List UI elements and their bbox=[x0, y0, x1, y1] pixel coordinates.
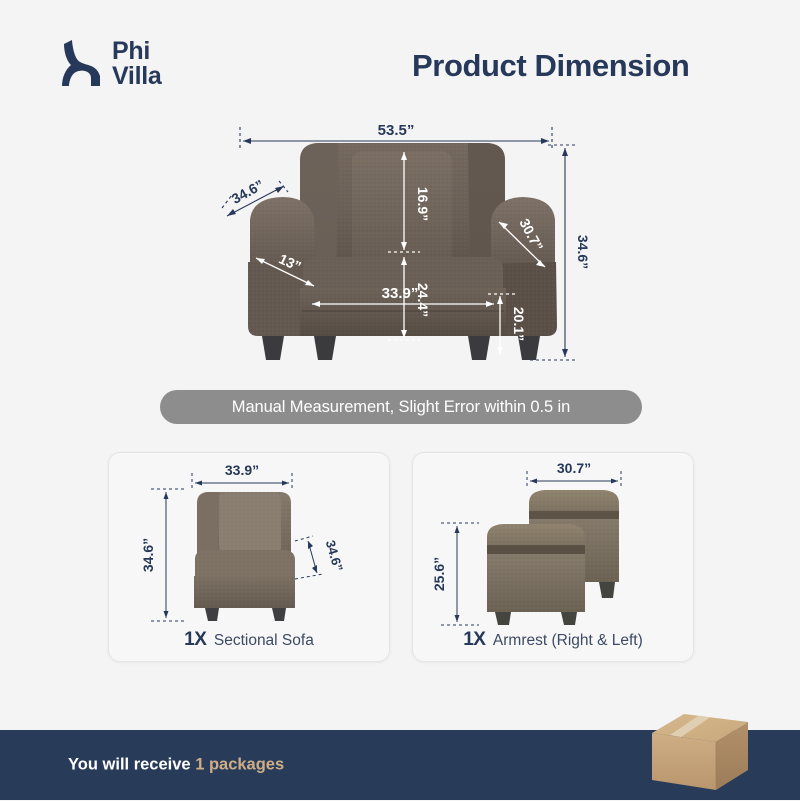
card1-name: Sectional Sofa bbox=[213, 632, 314, 649]
card2-qty: 1X bbox=[463, 629, 486, 650]
card-caption: 1X Armrest (Right & Left) bbox=[413, 629, 693, 651]
card1-dim-width: 33.9” bbox=[225, 462, 259, 478]
sofa-illustration bbox=[248, 143, 557, 360]
main-product-diagram: 53.5” 34.6” 34.6” bbox=[0, 112, 800, 382]
dim-seat-height: 20.1” bbox=[511, 307, 527, 341]
card2-dim-width: 30.7” bbox=[557, 460, 591, 476]
armrest-figure: 30.7” 25.6” bbox=[413, 455, 693, 627]
card1-dim-height: 34.6” bbox=[140, 538, 156, 572]
dim-back-total-height: 24.4” bbox=[415, 283, 431, 317]
armrest-module-illustration bbox=[487, 490, 619, 625]
sofa-module-illustration bbox=[194, 492, 295, 621]
sectional-sofa-figure: 33.9” 34.6” 34.6” bbox=[109, 455, 389, 627]
card2-dim-height: 25.6” bbox=[431, 557, 447, 591]
package-contents: 33.9” 34.6” 34.6” 1X Sectional Sofa bbox=[0, 452, 800, 667]
footer-package-count: 1 packages bbox=[195, 755, 285, 774]
header: Phi Villa Product Dimension bbox=[0, 0, 800, 120]
dim-seat-width: 33.9” bbox=[382, 285, 419, 302]
footer-label: You will receive bbox=[68, 755, 191, 774]
brand-name: Phi Villa bbox=[112, 36, 162, 90]
card2-name: Armrest (Right & Left) bbox=[492, 632, 643, 649]
dim-overall-height: 34.6” bbox=[575, 235, 591, 269]
card-armrest: 30.7” 25.6” 1X Armrest (Right & Left) bbox=[412, 452, 694, 662]
card-caption: 1X Sectional Sofa bbox=[109, 629, 389, 651]
dim-backrest-height: 16.9” bbox=[415, 187, 431, 221]
dim-overall-width: 53.5” bbox=[378, 122, 415, 139]
card1-qty: 1X bbox=[184, 629, 207, 650]
cardboard-box-icon bbox=[648, 712, 760, 796]
phi-villa-swoosh-icon bbox=[62, 40, 100, 86]
card-sectional-sofa: 33.9” 34.6” 34.6” 1X Sectional Sofa bbox=[108, 452, 390, 662]
brand-line-2: Villa bbox=[112, 62, 162, 90]
brand-line-1: Phi bbox=[112, 36, 150, 65]
footer-message: You will receive 1 packages bbox=[68, 756, 284, 775]
page-title: Product Dimension bbox=[412, 48, 690, 83]
card1-dim-depth: 34.6” bbox=[323, 538, 346, 573]
measurement-note: Manual Measurement, Slight Error within … bbox=[160, 390, 642, 424]
brand-logo: Phi Villa bbox=[58, 36, 162, 90]
